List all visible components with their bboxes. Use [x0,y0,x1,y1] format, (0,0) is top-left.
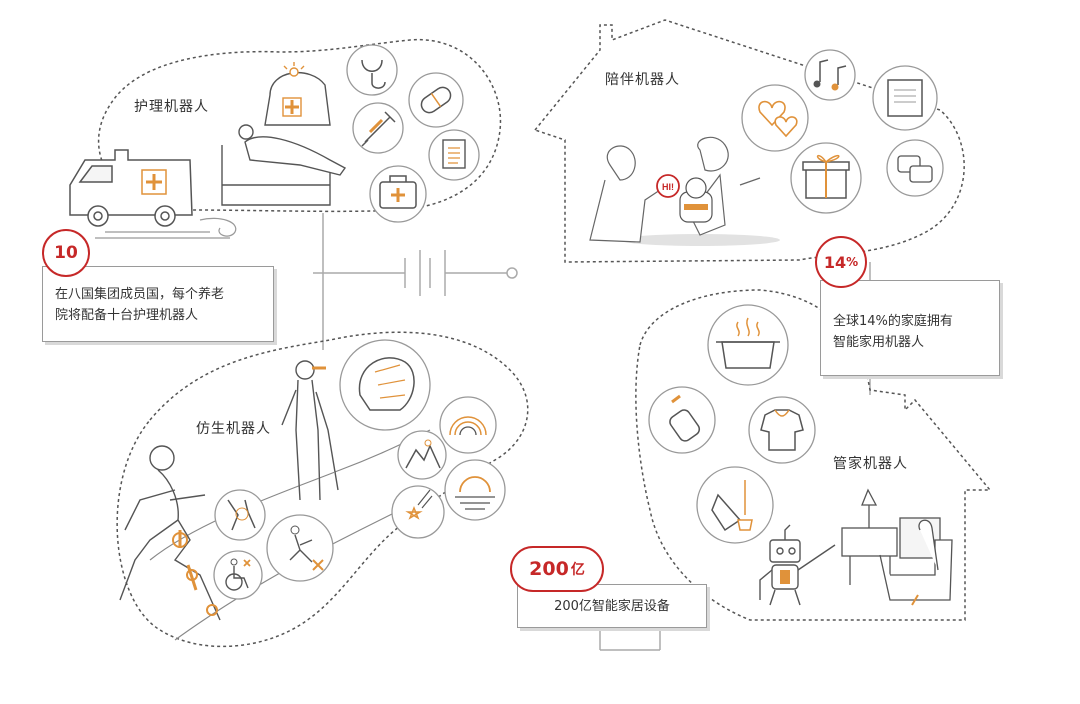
household-stat-box: 全球14%的家庭拥有 智能家用机器人 [820,280,1000,376]
rainbow-icon [439,396,497,454]
hospital-bed-icon [221,62,347,206]
blind-person-icon [281,360,339,501]
smart-home-stat-unit: 亿 [570,562,585,578]
household-stat-text-line1: 全球14%的家庭拥有 [833,314,953,329]
child-and-robot-illustration [589,136,780,246]
nursing-stat-value: 10 [54,243,78,263]
living-room-illustration [841,488,953,606]
stethoscope-icon [346,44,398,96]
music-notes-icon [804,49,856,101]
wind-swooshes [95,217,237,239]
household-stat-unit: % [846,255,859,269]
household-stat-value: 14 [823,252,847,272]
smart-home-stat-value: 200 [529,558,569,580]
household-stat-badge: 14% [815,236,867,288]
ambulance-icon [69,149,193,227]
nursing-stat-text-line1: 在八国集团成员国，每个养老 [55,287,225,302]
smart-home-stat-text: 200亿智能家居设备 [554,599,670,614]
housekeeping-robot-label: 管家机器人 [833,456,908,472]
nursing-stat-text-line2: 院将配备十台护理机器人 [55,308,199,323]
nursing-stat-box: 在八国集团成员国，每个养老 院将配备十台护理机器人 [42,266,274,342]
mountain-icon [397,430,447,480]
housekeeping-robot-icon [759,524,836,606]
housekeeping-cloud [635,289,992,621]
exoskeleton-runner-icon [119,445,221,621]
companion-robot-label: 陪伴机器人 [605,72,680,88]
dustpan-icon [696,466,774,544]
bionic-cloud [116,331,529,648]
svg-text:HI!: HI! [662,182,674,192]
sunset-icon [444,459,506,521]
household-stat-text-line2: 智能家用机器人 [833,335,925,350]
nursing-stat-badge: 10 [42,229,90,277]
knee-joint-icon [214,489,266,541]
companion-house [533,19,965,263]
bionic-robot-label: 仿生机器人 [196,421,271,437]
hi-speech-bubble: HI! [656,174,680,198]
nursing-robot-label: 护理机器人 [134,99,209,115]
